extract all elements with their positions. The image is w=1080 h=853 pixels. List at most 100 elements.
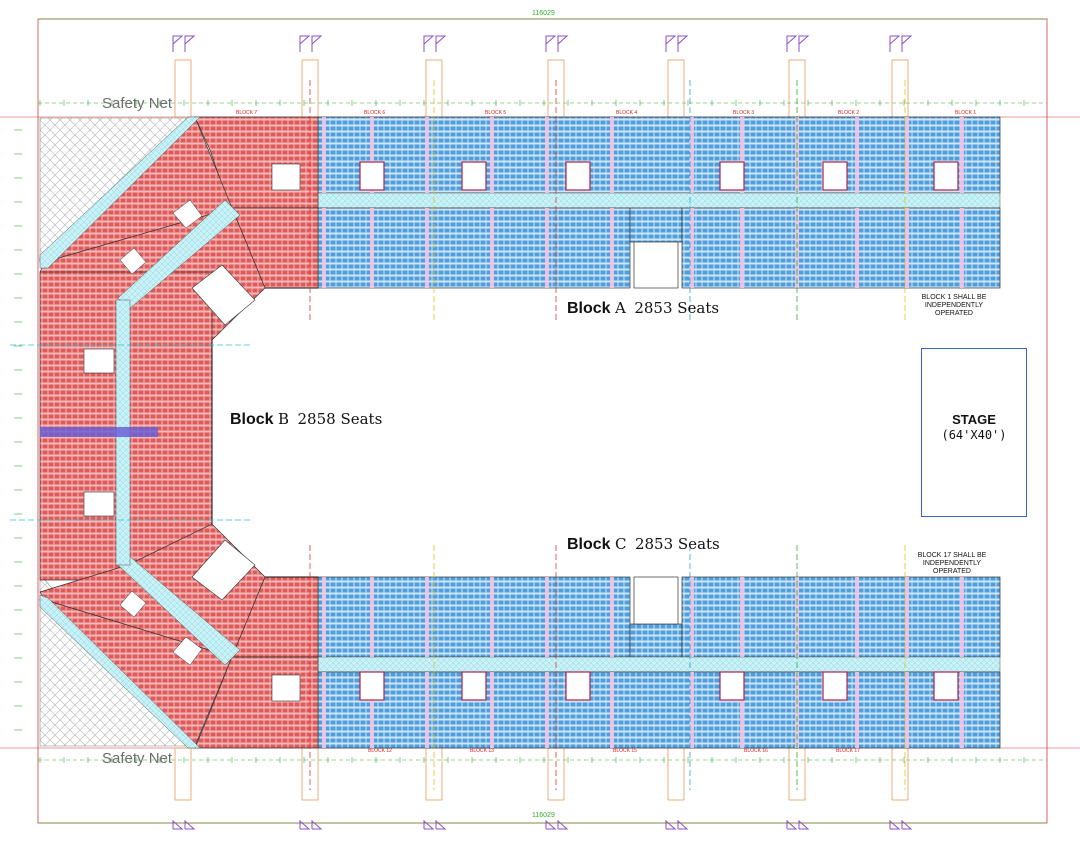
stage-area: STAGE (64'X40') — [921, 348, 1027, 517]
section-tag-top: BLOCK 6 — [364, 110, 386, 116]
aisle — [490, 577, 494, 657]
section-tag-top: BLOCK 1 — [955, 110, 977, 116]
vomitory — [359, 161, 385, 191]
flag-icon — [889, 35, 901, 52]
vomitory — [933, 671, 959, 701]
pillar — [891, 747, 909, 801]
section-tag-top: BLOCK 3 — [733, 110, 755, 116]
pillar — [174, 747, 192, 801]
vomitory — [565, 161, 591, 191]
aisle — [370, 672, 374, 748]
vomitory — [933, 161, 959, 191]
flag-icon — [184, 35, 196, 52]
section-tag-top: BLOCK 5 — [485, 110, 507, 116]
flag-icon — [557, 819, 569, 830]
flag-icon — [665, 35, 677, 52]
aisle — [855, 577, 859, 657]
aisle — [370, 577, 374, 657]
flag-icon — [677, 35, 689, 52]
block-a-label: Block A 2853 Seats — [567, 299, 719, 318]
vomitories — [359, 161, 959, 701]
pillar — [667, 59, 685, 118]
stage-title: STAGE — [952, 412, 996, 427]
aisle — [905, 672, 909, 748]
aisle — [425, 672, 429, 748]
block-c-letter: C — [615, 535, 627, 553]
aisle — [610, 117, 614, 193]
aisle — [490, 208, 494, 288]
section-tag-bottom: BLOCK 17 — [836, 748, 860, 754]
aisle — [960, 117, 964, 193]
section-tag-bottom: BLOCK 13 — [470, 748, 494, 754]
safety-net-label-bottom: Safety Net — [102, 750, 173, 767]
flag-icon — [798, 35, 810, 52]
top-dimension-label: 116029 — [532, 10, 555, 17]
aisle — [425, 577, 429, 657]
aisle — [545, 208, 549, 288]
aisle — [905, 117, 909, 193]
aisle — [960, 672, 964, 748]
aisle — [545, 672, 549, 748]
vomitory — [633, 241, 679, 289]
aisle — [610, 208, 614, 288]
flag-icon — [423, 35, 435, 52]
aisle — [322, 577, 326, 657]
flag-icon — [423, 819, 435, 830]
aisle — [425, 117, 429, 193]
dimension-ticks — [14, 100, 1025, 763]
block-b-title: Block — [230, 411, 274, 428]
aisle — [740, 117, 744, 193]
vomitory — [565, 671, 591, 701]
flag-icon — [545, 819, 557, 830]
aisle — [370, 117, 374, 193]
stage-size: (64'X40') — [941, 428, 1007, 442]
aisle — [370, 208, 374, 288]
vomitory — [461, 161, 487, 191]
flag-icon — [311, 35, 323, 52]
block-a-seats: 2853 Seats — [634, 299, 720, 317]
aisle — [690, 208, 694, 288]
aisle — [855, 208, 859, 288]
flag-icon — [172, 35, 184, 52]
vomitory — [719, 671, 745, 701]
vomitory — [633, 576, 679, 625]
aisle — [490, 672, 494, 748]
block-a-seating — [317, 116, 1001, 289]
section-tag-bottom: BLOCK 12 — [368, 748, 392, 754]
pillar — [667, 747, 685, 801]
block-c-title: Block — [567, 536, 611, 553]
aisle — [690, 577, 694, 657]
block-a-letter: A — [615, 299, 626, 317]
flag-icon — [172, 819, 184, 830]
block17-note: BLOCK 17 SHALL BE INDEPENDENTLY OPERATED — [917, 552, 987, 575]
aisle — [905, 208, 909, 288]
bottom-dimension-label: 116029 — [532, 812, 555, 819]
flag-icon — [557, 35, 569, 52]
aisle — [905, 577, 909, 657]
block-b-letter: B — [278, 410, 290, 428]
section-tag-bottom: BLOCK 16 — [744, 748, 768, 754]
aisle — [740, 208, 744, 288]
vomitory — [461, 671, 487, 701]
block-b-label: Block B 2858 Seats — [230, 410, 382, 429]
section-tag-bottom: BLOCK 15 — [613, 748, 637, 754]
flag-icon — [299, 819, 311, 830]
flag-icon — [889, 819, 901, 830]
vomitory — [822, 161, 848, 191]
flag-icon — [901, 35, 913, 52]
section-tag-top: BLOCK 2 — [838, 110, 860, 116]
aisle — [610, 672, 614, 748]
flag-icon — [677, 819, 689, 830]
top-pillars — [172, 35, 913, 118]
aisle — [960, 208, 964, 288]
aisle — [322, 208, 326, 288]
flag-icon — [435, 819, 447, 830]
flag-icon — [786, 819, 798, 830]
aisle — [490, 117, 494, 193]
aisle — [690, 117, 694, 193]
pillar — [891, 59, 909, 118]
block-a-title: Block — [567, 300, 611, 317]
block-c-seats: 2853 Seats — [634, 535, 720, 553]
